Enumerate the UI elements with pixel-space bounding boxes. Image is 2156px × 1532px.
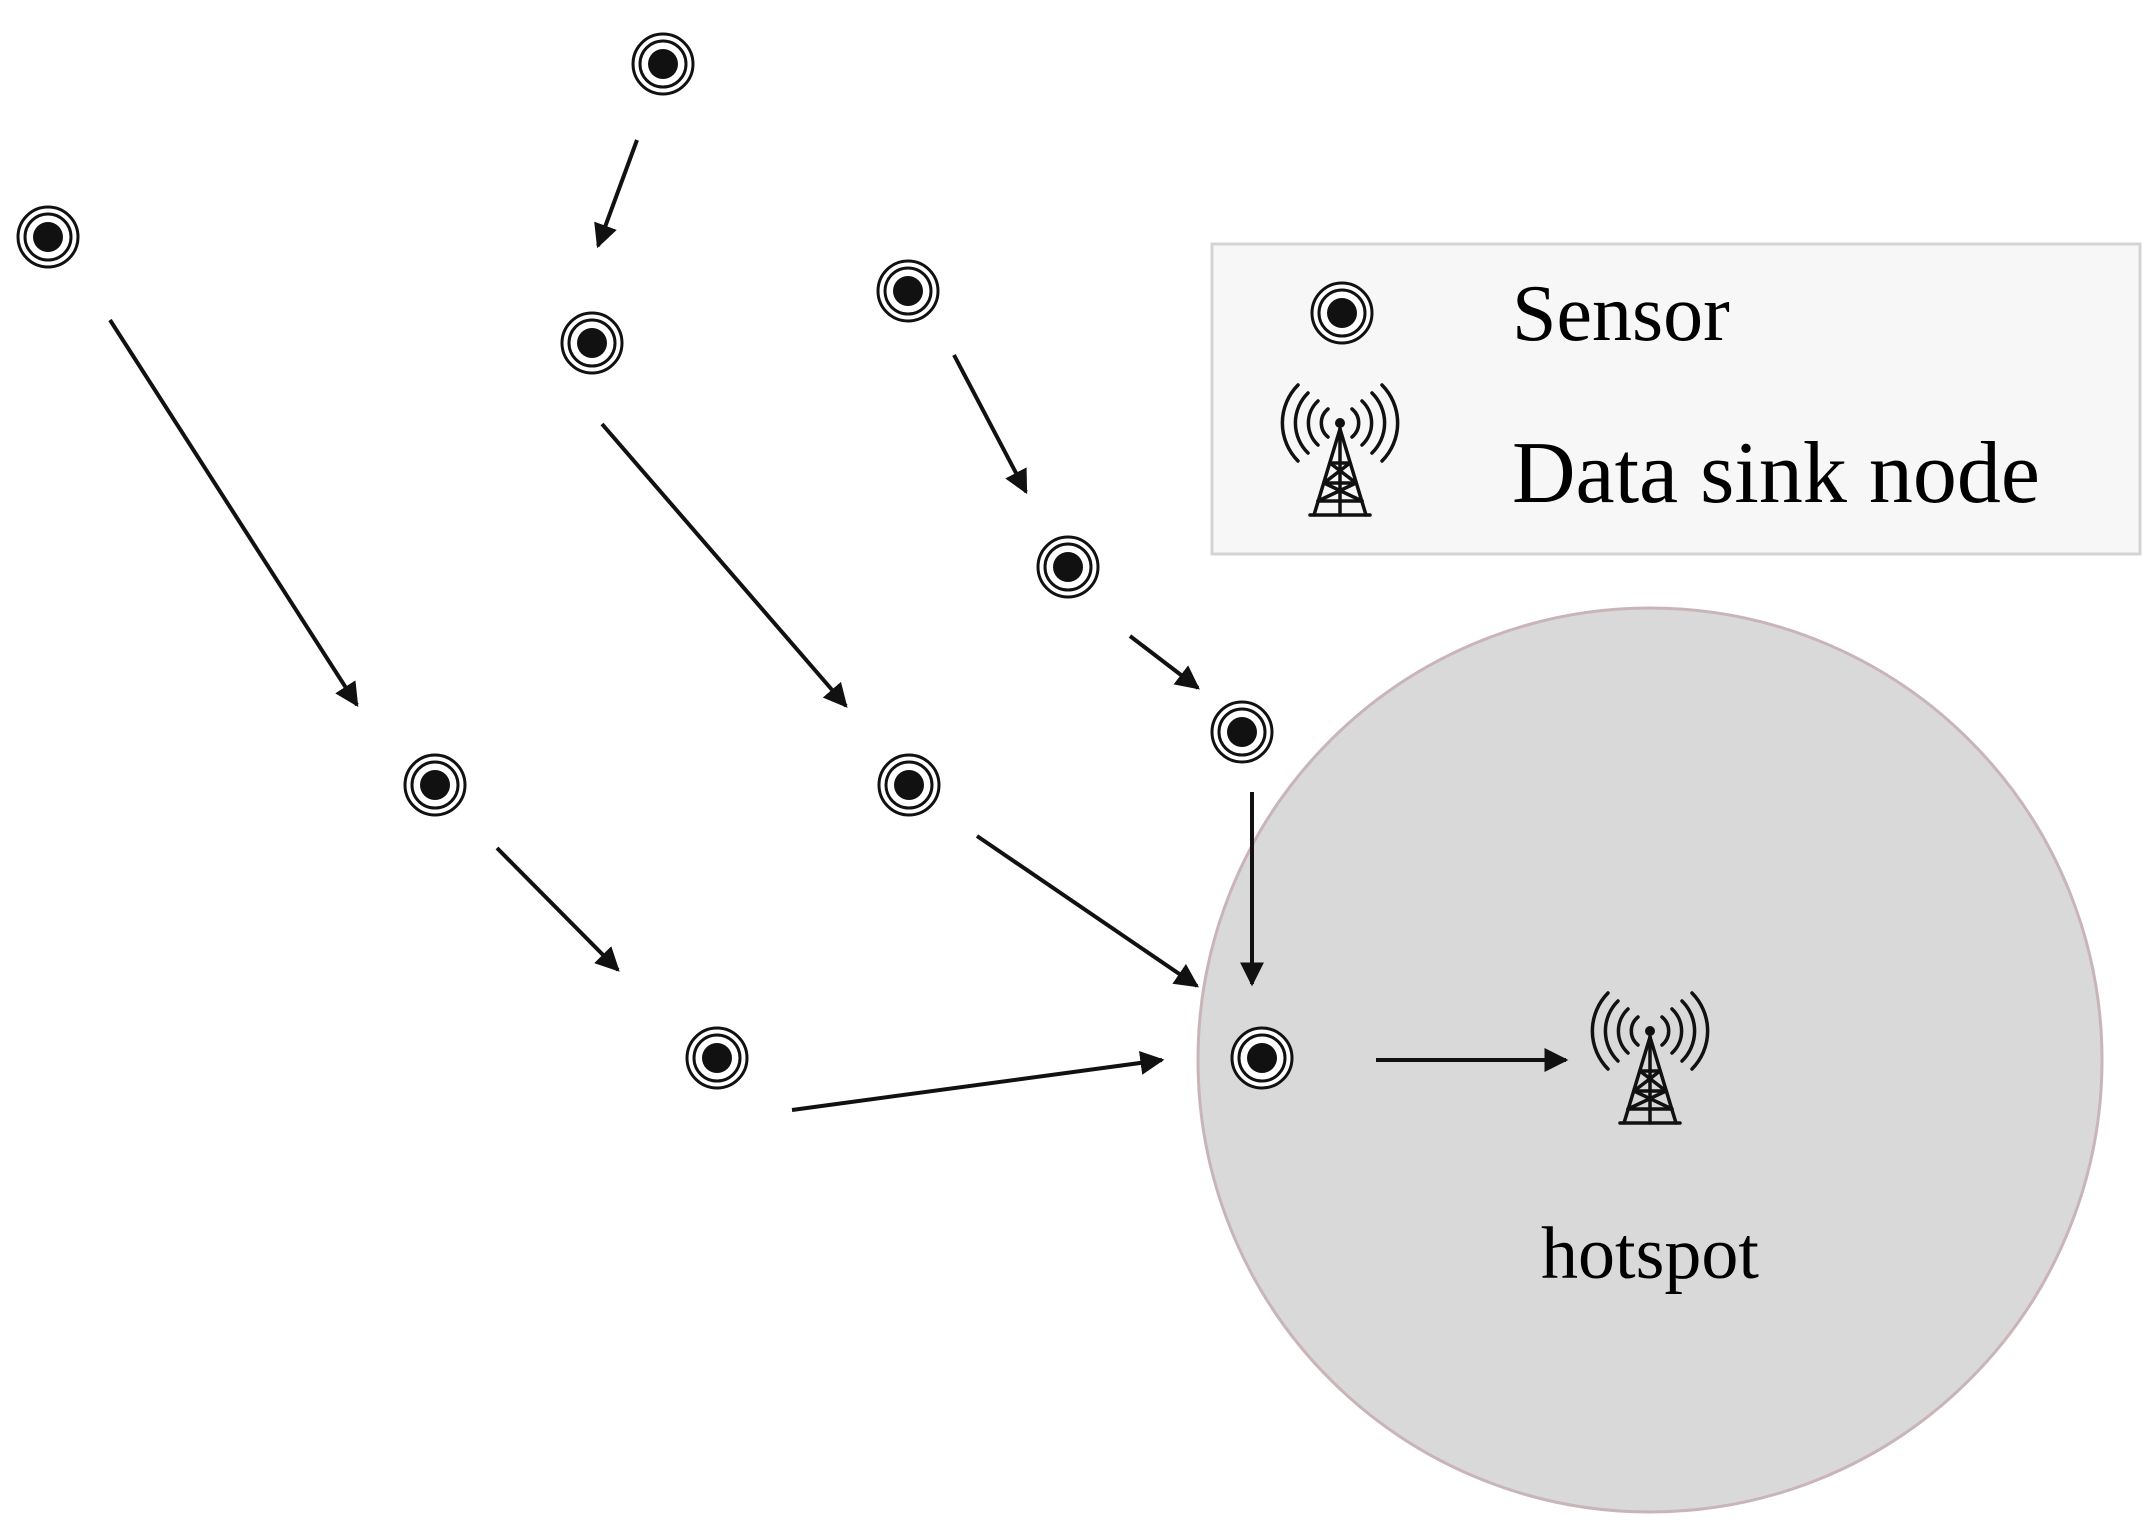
arrow-right-column-upper — [952, 354, 1028, 495]
sensor-icon — [1310, 281, 1374, 345]
sensor-icon — [685, 1026, 749, 1090]
sensor-icon — [1210, 700, 1274, 764]
hotspot-label: hotspot — [1541, 1213, 1759, 1295]
legend: Sensor Data sink node — [1210, 242, 2142, 556]
sensor-icon — [560, 311, 624, 375]
legend-label-sensor: Sensor — [1512, 270, 1730, 358]
sensor-icon — [631, 32, 695, 96]
arrow-left-mid-down — [495, 846, 620, 972]
sensor-nodes — [16, 32, 1294, 1090]
arrow-top-to-upper-center — [594, 139, 639, 249]
sensor-icon — [1036, 535, 1100, 599]
arrow-right-column-middle — [1128, 634, 1200, 690]
legend-label-data-sink-node: Data sink node — [1512, 425, 2040, 522]
arrow-center-mid-to-relay — [975, 834, 1199, 988]
arrow-left-bottom-to-relay — [791, 1051, 1165, 1112]
sensor-icon — [1230, 1026, 1294, 1090]
arrow-left-column-down — [108, 318, 359, 708]
sensor-icon — [876, 259, 940, 323]
sensor-icon — [877, 753, 941, 817]
sensor-icon — [403, 753, 467, 817]
sensor-icon — [16, 205, 80, 269]
arrow-center-column-down — [600, 422, 848, 708]
flow-arrows — [108, 139, 1569, 1112]
